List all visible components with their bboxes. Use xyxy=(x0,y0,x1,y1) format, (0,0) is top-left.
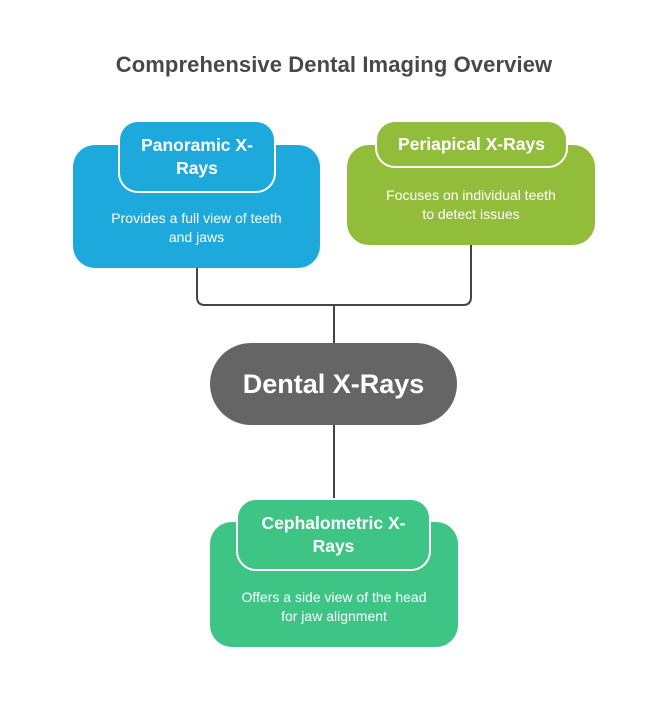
central-topic-label: Dental X-Rays xyxy=(242,368,425,399)
description-line: Offers a side view of the head xyxy=(241,589,427,605)
periapical-description: Focuses on individual teeth to detect is… xyxy=(347,186,595,224)
title-line: Rays xyxy=(176,157,218,178)
cephalometric-description: Offers a side view of the head for jaw a… xyxy=(210,588,458,626)
description-line: to detect issues xyxy=(422,206,520,222)
panoramic-description: Provides a full view of teeth and jaws xyxy=(73,209,320,247)
panoramic-card: Provides a full view of teeth and jaws xyxy=(73,145,320,268)
panoramic-title: Panoramic X- Rays xyxy=(118,120,276,193)
cephalometric-title: Cephalometric X- Rays xyxy=(236,498,431,571)
description-line: for jaw alignment xyxy=(281,608,387,624)
title-line: Cephalometric X- xyxy=(261,512,406,533)
periapical-title: Periapical X-Rays xyxy=(375,120,568,168)
title-line: Rays xyxy=(312,535,355,556)
description-line: and jaws xyxy=(168,229,225,245)
title-line: Periapical X-Rays xyxy=(398,133,545,154)
diagram-title: Comprehensive Dental Imaging Overview xyxy=(115,52,553,77)
central-topic-node: Dental X-Rays xyxy=(210,343,457,425)
title-line: Panoramic X- xyxy=(141,134,253,155)
description-line: Provides a full view of teeth xyxy=(111,210,282,226)
description-line: Focuses on individual teeth xyxy=(386,187,556,203)
